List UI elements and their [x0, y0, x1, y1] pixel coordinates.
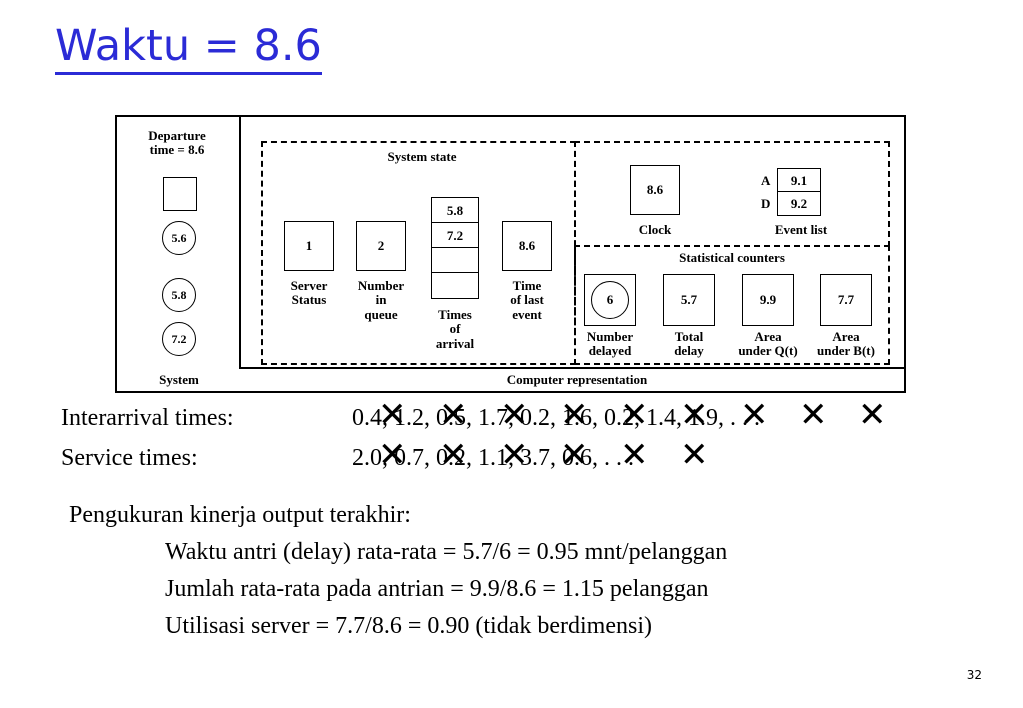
cross-mark-icon: ✕	[680, 395, 709, 435]
event-list-key-a: A	[761, 173, 771, 188]
arrival-time-cell-4	[431, 272, 479, 299]
service-label: Service times:	[61, 445, 198, 471]
system-customer-3: 7.2	[162, 322, 196, 356]
clock-box: 8.6	[630, 165, 680, 215]
clock-label: Clock	[638, 222, 672, 237]
interarrival-values: 0.4, 1.2, 0.5, 1.7, 0.2, 1.6, 0.2, 1.4, …	[352, 405, 760, 431]
cross-mark-icon: ✕	[500, 395, 529, 435]
slide-title: Waktu = 8.6	[55, 22, 322, 76]
time-of-last-event-box: 8.6	[502, 221, 552, 271]
cross-mark-icon: ✕	[620, 435, 649, 475]
counter-total-delay-label: Total delay	[674, 329, 704, 359]
cross-mark-icon: ✕	[378, 435, 407, 475]
simulation-diagram: Departure time = 8.6 5.6 5.8 7.2 System …	[115, 115, 906, 393]
event-list-label: Event list	[774, 222, 828, 237]
time-of-last-event-label: Time of last event	[510, 278, 544, 322]
system-customer-2: 5.8	[162, 278, 196, 312]
statistical-counters-region	[574, 245, 890, 365]
cross-mark-icon: ✕	[439, 435, 468, 475]
performance-item: Waktu antri (delay) rata-rata = 5.7/6 = …	[165, 539, 728, 565]
page-number: 32	[966, 668, 982, 682]
system-divider	[239, 117, 241, 369]
counter-area-b-box: 7.7	[820, 274, 872, 326]
cross-mark-icon: ✕	[560, 435, 589, 475]
departing-customer-box	[163, 177, 197, 211]
computer-representation-label: Computer representation	[506, 372, 648, 387]
cross-mark-icon: ✕	[439, 395, 468, 435]
number-in-queue-label: Number in queue	[357, 278, 405, 322]
system-customer-1: 5.6	[162, 221, 196, 255]
cross-mark-icon: ✕	[620, 395, 649, 435]
cross-mark-icon: ✕	[560, 395, 589, 435]
arrival-time-cell-2: 7.2	[431, 222, 479, 249]
performance-item: Jumlah rata-rata pada antrian = 9.9/8.6 …	[165, 576, 709, 602]
cross-mark-icon: ✕	[858, 395, 887, 435]
arrival-time-cell-1: 5.8	[431, 197, 479, 224]
interarrival-label: Interarrival times:	[61, 405, 234, 431]
counter-area-q-box: 9.9	[742, 274, 794, 326]
counter-number-delayed-box: 6	[584, 274, 636, 326]
system-state-label: System state	[387, 149, 457, 164]
server-status-box: 1	[284, 221, 334, 271]
number-in-queue-box: 2	[356, 221, 406, 271]
performance-heading: Pengukuran kinerja output terakhir:	[69, 502, 411, 528]
cross-mark-icon: ✕	[740, 395, 769, 435]
event-list-key-d: D	[761, 196, 771, 211]
bottom-divider	[239, 367, 906, 369]
event-list-value-a: 9.1	[777, 168, 821, 193]
cross-mark-icon: ✕	[500, 435, 529, 475]
service-values: 2.0, 0.7, 0.2, 1.1, 3.7, 0.6, . . .	[352, 445, 634, 471]
server-status-label: Server Status	[290, 278, 328, 308]
counter-area-q-label: Area under Q(t)	[738, 329, 798, 359]
arrival-time-cell-3	[431, 247, 479, 274]
times-of-arrival-label: Times of arrival	[435, 307, 475, 351]
counter-number-delayed-label: Number delayed	[586, 329, 634, 359]
performance-item: Utilisasi server = 7.7/8.6 = 0.90 (tidak…	[165, 613, 652, 639]
cross-mark-icon: ✕	[378, 395, 407, 435]
counter-area-b-label: Area under B(t)	[817, 329, 875, 359]
counter-number-delayed-circle: 6	[591, 281, 629, 319]
cross-mark-icon: ✕	[799, 395, 828, 435]
cross-mark-icon: ✕	[680, 435, 709, 475]
event-list-value-d: 9.2	[777, 191, 821, 216]
departure-label: Departure time = 8.6	[148, 128, 206, 158]
statistical-counters-label: Statistical counters	[679, 250, 785, 265]
counter-total-delay-box: 5.7	[663, 274, 715, 326]
system-label: System	[159, 372, 199, 387]
